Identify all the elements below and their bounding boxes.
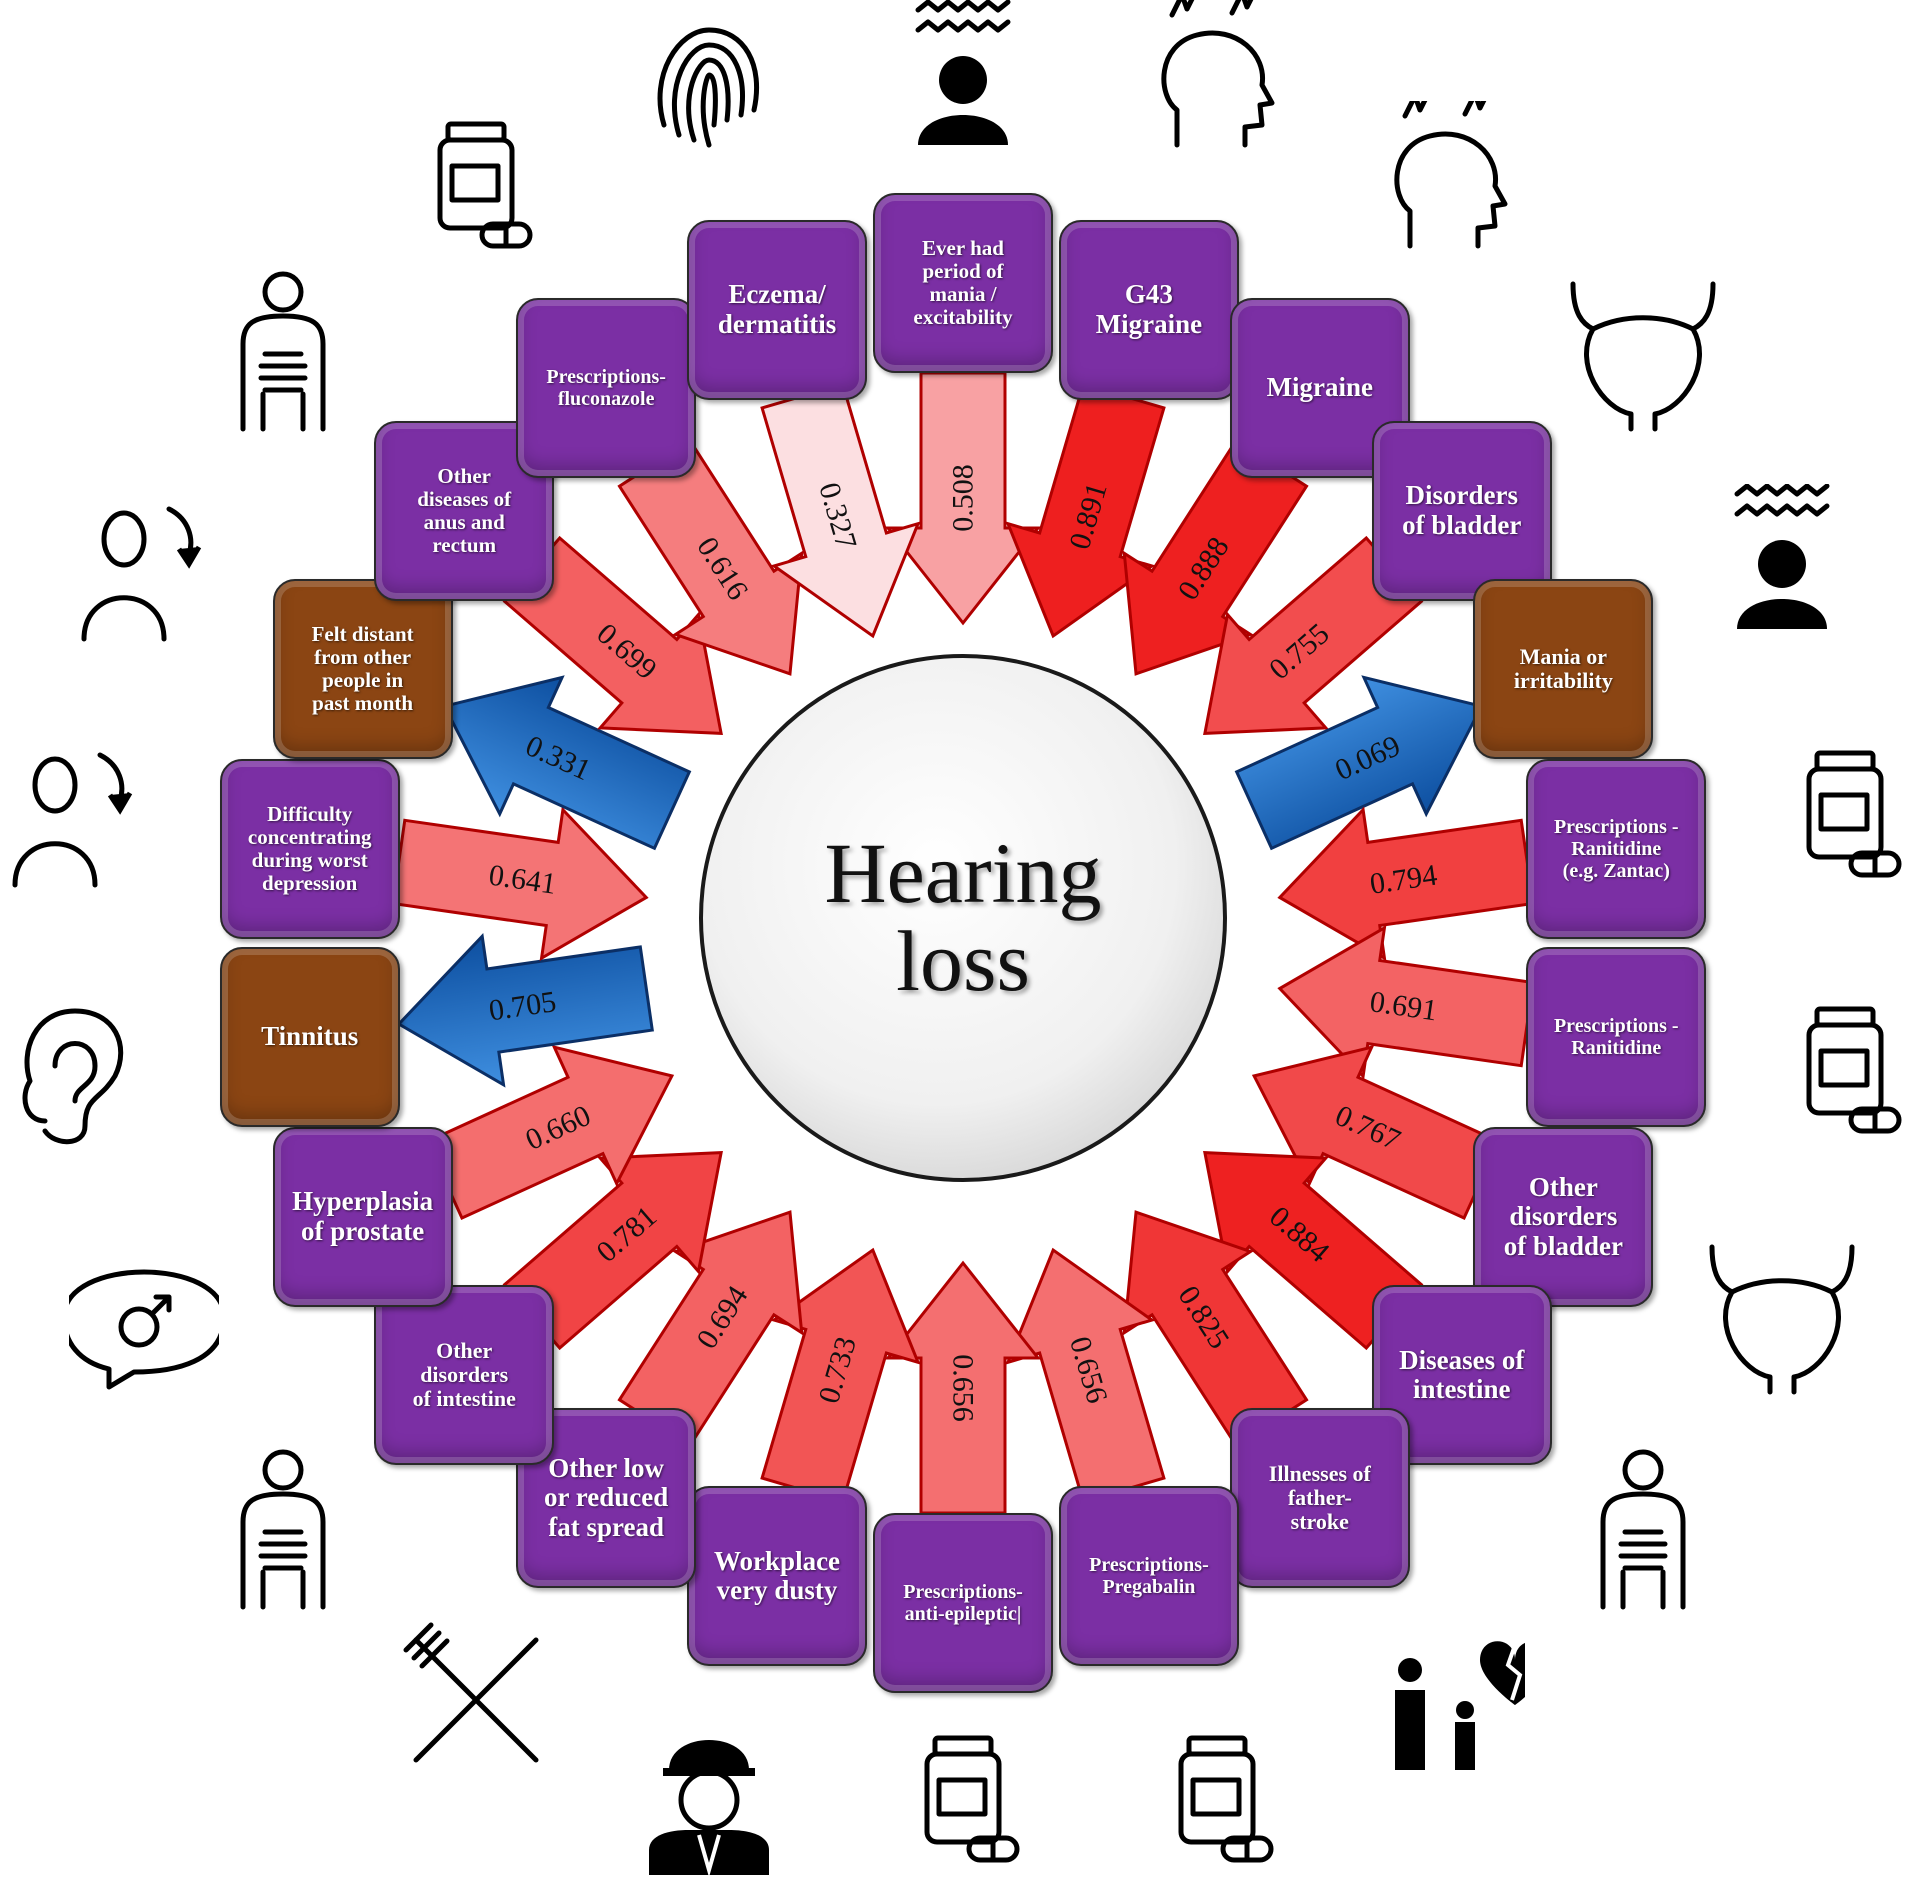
family-broken-heart-icon: [1375, 1615, 1550, 1785]
tile-label: Other disorders of bladder: [1503, 1171, 1623, 1262]
arrow-shape: [396, 933, 654, 1088]
arrow-value-label: 0.656: [947, 1354, 980, 1422]
tile-eczema-dermatitis: Eczema/ dermatitis: [687, 219, 868, 400]
tile-label: Migraine: [1266, 371, 1374, 402]
tile-label: Hyperplasia of prostate: [292, 1186, 434, 1247]
tile-label: Other low or reduced fat spread: [544, 1452, 669, 1543]
ear-icon: [0, 986, 150, 1156]
tile-label: Eczema/ dermatitis: [717, 279, 837, 339]
arrow-felt-distant-from-other-people: [442, 675, 692, 851]
tile-prescriptions-pregabalin: Prescriptions- Pregabalin: [1058, 1486, 1239, 1667]
tile-other-disorders-of-bladder: Other disorders of bladder: [1473, 1127, 1654, 1308]
arrow-disorders-of-bladder: [1203, 535, 1424, 736]
arrow-shape: [391, 806, 649, 962]
arrow-shape: [425, 1044, 675, 1220]
stress-head-icon: [1707, 483, 1857, 654]
bladder-icon: [1568, 269, 1718, 439]
tile-label: G43 Migraine: [1095, 279, 1203, 339]
depressed-person-icon: [0, 730, 150, 900]
pill-bottle-icon: [401, 101, 551, 271]
tile-label: Ever had period of mania / excitability: [913, 235, 1013, 330]
tile-prescriptions-fluconazole: Prescriptions- fluconazole: [516, 297, 697, 478]
center-title-line1: Hearing: [824, 825, 1102, 922]
arrow-difficulty-concentrating: [391, 806, 649, 962]
tile-mania-or-irritability: Mania or irritability: [1473, 578, 1654, 759]
arrow-tinnitus: [396, 933, 654, 1088]
male-symbol-icon: [61, 1232, 227, 1402]
arrow-shape: [1203, 535, 1424, 736]
intestine-body-icon: [208, 269, 358, 439]
pill-bottle-icon: [1770, 986, 1920, 1156]
depressed-person-icon: [69, 484, 219, 654]
tile-felt-distant-from-other-people: Felt distant from other people in past m…: [272, 578, 453, 759]
tile-label: Workplace very dusty: [714, 1545, 841, 1606]
center-title: Hearing loss: [695, 650, 1231, 1186]
tile-label: Other diseases of anus and rectum: [417, 463, 512, 557]
tile-label: Other disorders of intestine: [412, 1337, 516, 1412]
bladder-icon: [1707, 1232, 1857, 1402]
tile-other-disorders-of-intestine: Other disorders of intestine: [374, 1285, 555, 1466]
tile-label: Illnesses of father- stroke: [1268, 1460, 1371, 1535]
fingerprint-icon: [634, 0, 784, 170]
tile-label: Mania or irritability: [1513, 643, 1613, 693]
tile-prescriptions-ranitidine: Prescriptions - Ranitidine: [1526, 946, 1707, 1127]
tile-label: Tinnitus: [261, 1021, 359, 1052]
pill-bottle-icon: [1770, 730, 1920, 900]
tile-label: Felt distant from other people in past m…: [311, 621, 414, 715]
tile-label: Difficulty concentrating during worst de…: [247, 801, 372, 896]
tile-label: Disorders of bladder: [1402, 480, 1522, 540]
center-hub: Hearing loss: [695, 650, 1231, 1186]
fork-knife-icon: [401, 1615, 551, 1785]
pill-bottle-icon: [1142, 1715, 1292, 1885]
arrow-shape: [760, 382, 921, 639]
tile-workplace-very-dusty: Workplace very dusty: [687, 1486, 868, 1667]
arrow-shape: [1234, 675, 1484, 851]
pill-bottle-icon: [888, 1715, 1038, 1885]
worker-icon: [634, 1715, 784, 1885]
tile-label: Diseases of intestine: [1399, 1344, 1525, 1405]
tile-prescriptions-anti-epileptic: Prescriptions- anti-epileptic|: [873, 1513, 1053, 1693]
arrow-eczema-dermatitis: [760, 382, 921, 639]
arrow-hyperplasia-of-prostate: [425, 1044, 675, 1220]
tile-disorders-of-bladder: Disorders of bladder: [1371, 420, 1552, 601]
tile-tinnitus: Tinnitus: [219, 946, 400, 1127]
arrow-shape: [442, 675, 692, 851]
intestine-body-icon: [1568, 1447, 1718, 1617]
arrow-value-label: 0.508: [947, 464, 980, 532]
tile-hyperplasia-of-prostate: Hyperplasia of prostate: [272, 1127, 453, 1308]
tile-ever-had-period-of-mania: Ever had period of mania / excitability: [873, 193, 1053, 373]
tile-g43-migraine: G43 Migraine: [1058, 219, 1239, 400]
stress-head-icon: [888, 0, 1038, 170]
tile-other-low-or-reduced-fat-spread: Other low or reduced fat spread: [516, 1408, 697, 1589]
tile-prescriptions-ranitidine-zantac: Prescriptions - Ranitidine (e.g. Zantac): [1526, 759, 1707, 940]
tile-label: Prescriptions- fluconazole: [546, 365, 666, 410]
intestine-body-icon: [208, 1447, 358, 1617]
tile-label: Prescriptions - Ranitidine: [1553, 1014, 1679, 1059]
headache-icon: [1375, 85, 1525, 271]
tile-label: Prescriptions - Ranitidine (e.g. Zantac): [1553, 816, 1679, 883]
center-title-line2: loss: [896, 913, 1030, 1009]
tile-diseases-of-intestine: Diseases of intestine: [1371, 1285, 1552, 1466]
tile-label: Prescriptions- anti-epileptic|: [903, 1581, 1023, 1625]
arrow-mania-or-irritability: [1234, 675, 1484, 851]
tile-label: Prescriptions- Pregabalin: [1089, 1554, 1209, 1599]
tile-illnesses-of-father-stroke: Illnesses of father- stroke: [1229, 1408, 1410, 1589]
headache-icon: [1142, 0, 1292, 170]
tile-difficulty-concentrating: Difficulty concentrating during worst de…: [219, 759, 400, 940]
